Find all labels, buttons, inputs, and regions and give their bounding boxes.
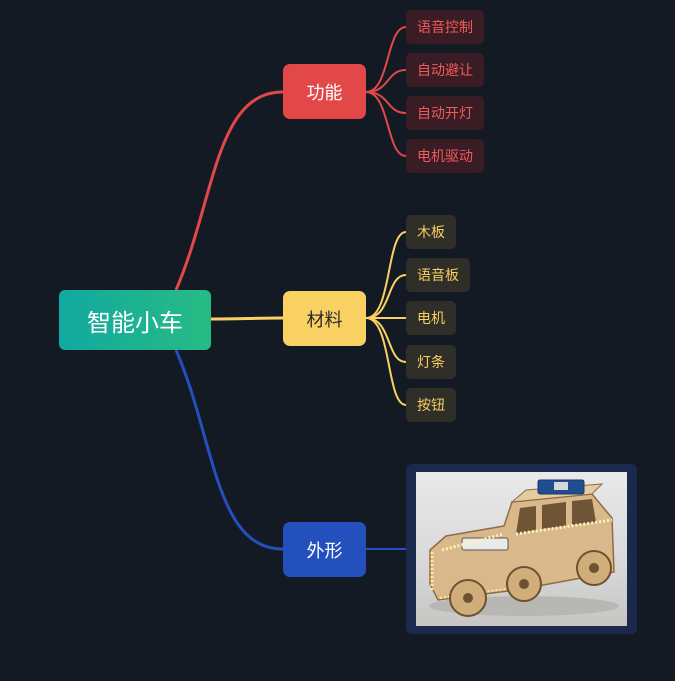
link-func-leaf-2 — [365, 69, 407, 93]
leaf-node[interactable]: 自动开灯 — [406, 96, 484, 130]
leaf-node[interactable]: 电机 — [406, 301, 456, 335]
image-node[interactable] — [406, 464, 637, 634]
leaf-node[interactable]: 自动避让 — [406, 53, 484, 87]
link-mat-leaf-5 — [365, 317, 407, 406]
branch-node-function[interactable]: 功能 — [283, 64, 366, 119]
link-root-mat — [210, 316, 284, 321]
branch-node-material[interactable]: 材料 — [283, 291, 366, 346]
leaf-node[interactable]: 电机驱动 — [406, 139, 484, 173]
leaf-node[interactable]: 语音板 — [406, 258, 470, 292]
leaf-node[interactable]: 按钮 — [406, 388, 456, 422]
branch-node-shape[interactable]: 外形 — [283, 522, 366, 577]
car-illustration — [429, 479, 619, 617]
link-root-func — [174, 90, 284, 291]
link-mat-leaf-2 — [365, 274, 407, 319]
root-node[interactable]: 智能小车 — [59, 290, 211, 350]
leaf-node[interactable]: 木板 — [406, 215, 456, 249]
link-func-leaf-4 — [365, 91, 407, 157]
link-root-shape — [174, 349, 284, 551]
leaf-node[interactable]: 语音控制 — [406, 10, 484, 44]
link-mat-leaf-4 — [365, 317, 407, 363]
leaf-node[interactable]: 灯条 — [406, 345, 456, 379]
wooden-smart-car-photo — [416, 472, 627, 626]
link-func-leaf-1 — [365, 26, 407, 93]
link-func-leaf-3 — [365, 91, 407, 114]
link-mat-leaf-1 — [365, 231, 407, 319]
